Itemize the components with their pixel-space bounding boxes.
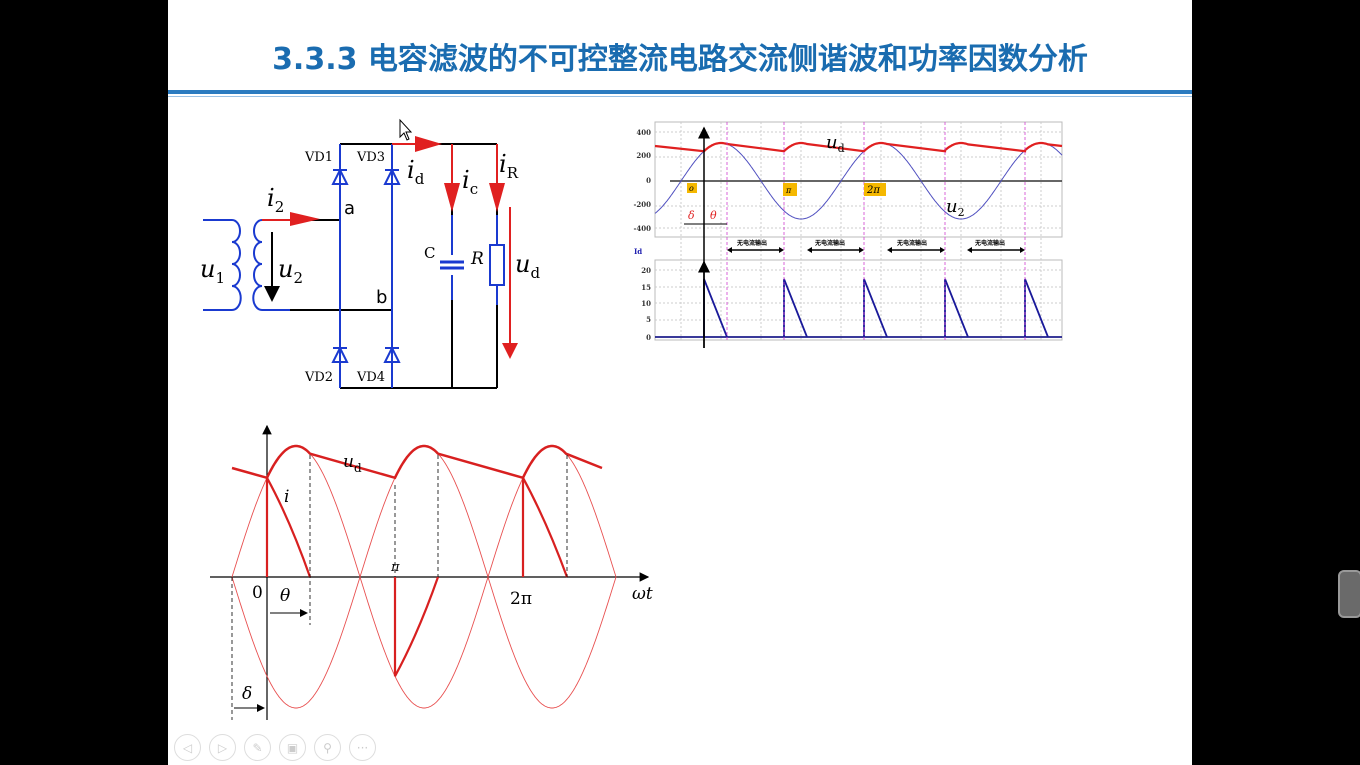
ytick: -400: [633, 224, 651, 233]
label-ic: ic: [462, 166, 478, 198]
wave-i-label: i: [284, 487, 289, 507]
label-u2: u2: [278, 255, 303, 287]
interval-label: 无电流输出: [736, 239, 767, 247]
i-pulse: [265, 477, 312, 578]
marker-pi-bg: [783, 183, 797, 196]
diode-vd4: [383, 345, 401, 363]
i-pulse: [393, 576, 440, 677]
next-slide-button[interactable]: ▷: [209, 734, 236, 761]
id-axis-label: Id: [634, 247, 642, 256]
ytick: 0: [646, 333, 651, 342]
slide-overview-button[interactable]: ▣: [279, 734, 306, 761]
wave-delta-label: δ: [242, 684, 252, 704]
wave-zero-label: 0: [252, 583, 263, 603]
wave-ud-label: ud: [343, 452, 362, 475]
wave-theta-label: θ: [280, 586, 290, 606]
transformer: [203, 219, 290, 311]
ytick: 10: [641, 299, 651, 308]
label-vd1: VD1: [304, 150, 333, 165]
label-ud: ud: [515, 250, 540, 282]
ytick: 5: [646, 315, 651, 324]
slide-title: 3.3.3 电容滤波的不可控整流电路交流侧谐波和功率因数分析: [272, 42, 1088, 77]
label-i2: i2: [267, 184, 284, 216]
marker-origin: o: [689, 184, 694, 193]
diode-labels: VD1 VD3 VD2 VD4: [304, 150, 385, 385]
label-u1: u1: [200, 255, 225, 287]
diode-vd3: [383, 167, 401, 185]
node-a: a: [344, 198, 355, 219]
ud-curve: [654, 141, 1063, 153]
interval-label: 无电流输出: [814, 239, 845, 247]
wave-axis-label: ωt: [632, 584, 653, 604]
node-labels: a b: [344, 198, 387, 308]
scope-ud-label: ud: [826, 132, 845, 155]
interval-label: 无电流输出: [896, 239, 927, 247]
scope-theta: θ: [710, 209, 717, 222]
zoom-button[interactable]: ⚲: [314, 734, 341, 761]
wave-2pi-label: 2π: [510, 589, 532, 609]
label-vd3: VD3: [356, 150, 385, 165]
ud-curve: [231, 444, 603, 480]
side-panel-handle[interactable]: [1338, 570, 1360, 618]
previous-slide-button[interactable]: ◁: [174, 734, 201, 761]
ir-arrow: [489, 183, 505, 212]
diode-vd2: [331, 345, 349, 363]
current-arrows: [290, 136, 505, 226]
title-divider: [168, 90, 1192, 94]
mouse-cursor-icon: [399, 118, 413, 141]
label-c: C: [424, 244, 435, 262]
ytick: 200: [636, 151, 651, 160]
label-vd4: VD4: [356, 370, 385, 385]
rectifier-circuit: [203, 143, 518, 389]
label-ir: iR: [499, 150, 519, 182]
scope-waveform: 400 200 0 -200 -400 20 15 10 5 0 Id o π …: [633, 121, 1063, 348]
rectifier-waveform: ud i 0 π 2π θ δ ωt: [210, 424, 653, 720]
marker-2pi: 2π: [866, 185, 880, 196]
more-options-button[interactable]: ···: [349, 734, 376, 761]
label-vd2: VD2: [304, 370, 333, 385]
scope-top-panel: [654, 121, 1063, 238]
scope-delta: δ: [688, 209, 695, 222]
label-r: R: [470, 249, 484, 269]
capacitor: [440, 215, 464, 300]
presentation-toolbar: ◁ ▷ ✎ ▣ ⚲ ···: [174, 734, 376, 761]
marker-2pi-bg: [864, 183, 886, 196]
resistor: [489, 215, 505, 305]
marker-pi: π: [785, 186, 792, 195]
node-b: b: [376, 287, 387, 308]
ytick: 400: [636, 128, 651, 137]
pen-tool-button[interactable]: ✎: [244, 734, 271, 761]
diode-vd1: [331, 167, 349, 185]
ytick: -200: [633, 200, 651, 209]
label-id: id: [407, 156, 425, 188]
i2-arrow: [290, 212, 320, 226]
id-arrow: [415, 136, 442, 152]
i-pulse: [521, 477, 569, 578]
title-divider-thin: [168, 96, 1192, 97]
ytick: 20: [641, 266, 651, 275]
scope-u2-label: u2: [946, 196, 965, 219]
interval-label: 无电流输出: [974, 239, 1005, 247]
ytick: 15: [641, 283, 651, 292]
wave-pi-label: π: [390, 560, 400, 575]
ytick: 0: [646, 176, 651, 185]
circuit-symbols: i2 u1 u2 id ic iR ud C R: [200, 150, 540, 287]
marker-origin-bg: [687, 183, 697, 193]
ic-arrow: [444, 183, 460, 212]
